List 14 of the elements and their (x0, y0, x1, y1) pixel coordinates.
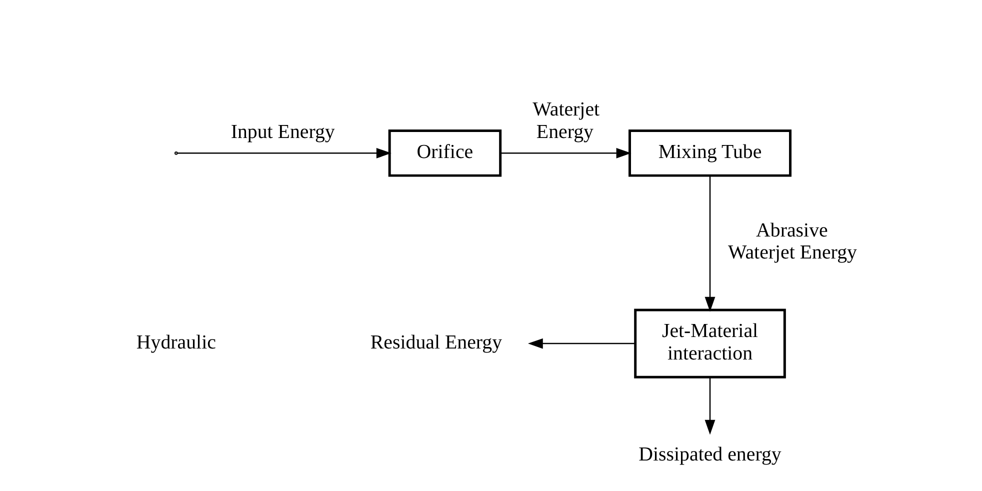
node-text: Dissipated energy (638, 443, 782, 466)
node-box: Jet-Material interaction (634, 308, 786, 378)
label: Hydraulic (136, 331, 216, 354)
node-box: Orifice (388, 130, 502, 177)
arrow (500, 148, 632, 158)
node-box: Mixing Tube (628, 130, 792, 177)
node-text: Residual Energy (370, 331, 502, 354)
edge-label: Abrasive Waterjet Energy (728, 219, 857, 264)
edge-label: Input Energy (230, 120, 335, 143)
arrow (704, 176, 716, 312)
edge-label: Waterjet Energy (532, 98, 600, 143)
arrow (704, 378, 716, 435)
arrow (176, 148, 392, 158)
arrow (528, 338, 636, 349)
